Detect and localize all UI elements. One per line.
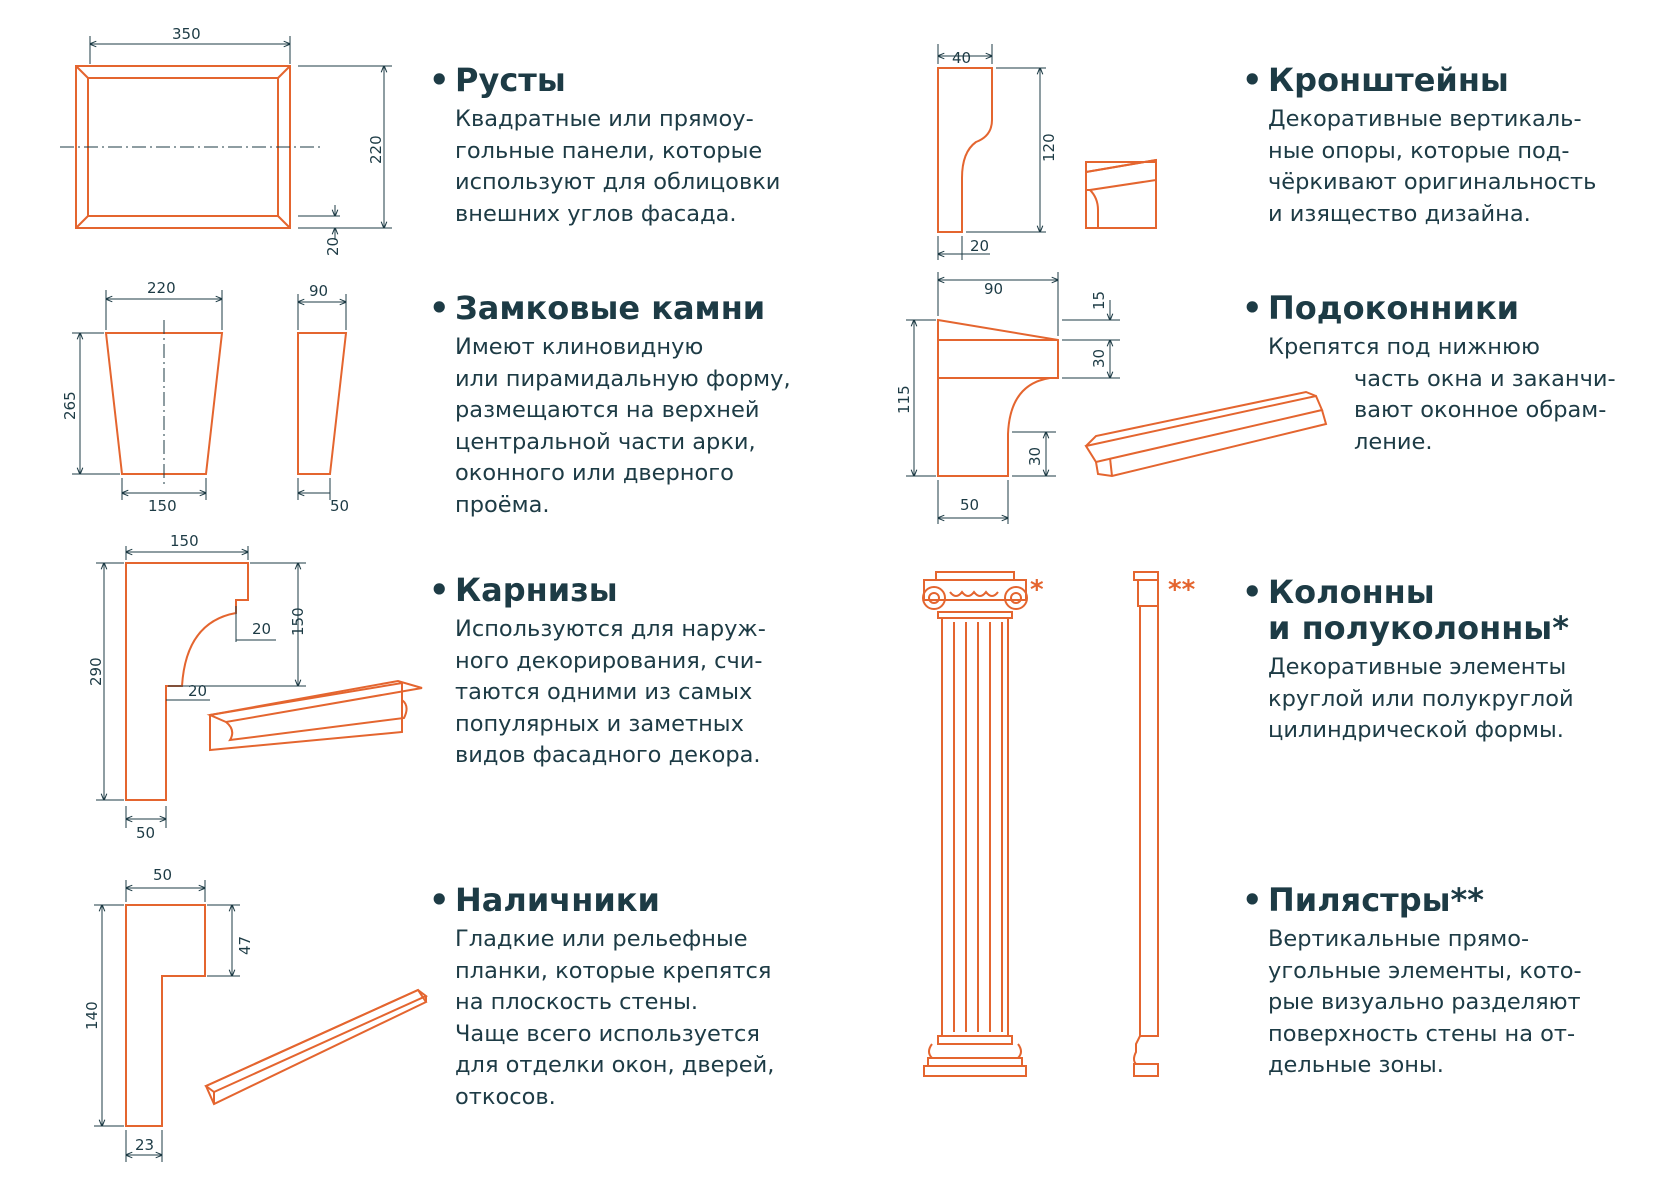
bullet-icon: • — [429, 571, 450, 609]
dim-rust-height: 220 — [367, 135, 385, 164]
block-rusty: • Русты Квадратные или прямоу- гольные п… — [429, 61, 781, 230]
block-podokonniki: • Подоконники Крепятся под нижнюю часть … — [1242, 289, 1616, 458]
dim-sill-r2: 30 — [1090, 349, 1108, 368]
dim-rust-edge: 20 — [324, 237, 342, 256]
dim-trim-right: 47 — [236, 936, 254, 955]
dim-trim-top: 50 — [153, 866, 172, 884]
bracket-drawing: 40 120 20 — [937, 44, 1157, 260]
block-kronshteyny: • Кронштейны Декоративные вертикаль- ные… — [1242, 61, 1597, 230]
dim-rust-width: 350 — [172, 25, 201, 43]
keystone-drawing: 220 265 150 90 50 — [61, 279, 349, 515]
dim-cornice-step2: 20 — [188, 682, 207, 700]
desc-kolonny: Декоративные элементы круглой или полукр… — [1268, 654, 1574, 743]
pilaster-asterisk-marker: ** — [1168, 575, 1196, 605]
bullet-icon: • — [1242, 289, 1263, 327]
bullet-icon: • — [1242, 61, 1263, 99]
pilaster-drawing — [1133, 571, 1159, 1077]
dim-bracket-height: 120 — [1040, 133, 1058, 162]
column-asterisk-marker: * — [1030, 575, 1044, 605]
trim-drawing: 50 140 47 23 — [83, 866, 428, 1162]
dim-key-side-top: 90 — [309, 282, 328, 300]
rust-drawing: 350 220 20 — [60, 25, 392, 256]
title-zamkovye: • Замковые камни — [429, 289, 766, 327]
bullet-icon: • — [1242, 881, 1263, 919]
dim-trim-height: 140 — [83, 1001, 101, 1030]
title-karnizy: • Карнизы — [429, 571, 618, 609]
dim-cornice-right: 150 — [289, 607, 307, 636]
dim-sill-bottom: 50 — [960, 496, 979, 514]
title-kronshteyny: • Кронштейны — [1242, 61, 1509, 99]
bullet-icon: • — [429, 61, 450, 99]
dim-cornice-step1: 20 — [252, 620, 271, 638]
block-nalichniki: • Наличники Гладкие или рельефные планки… — [429, 881, 775, 1113]
desc-pilyastry: Вертикальные прямо- угольные элементы, к… — [1268, 926, 1582, 1078]
dim-sill-top: 90 — [984, 280, 1003, 298]
dim-trim-bottom: 23 — [135, 1136, 154, 1154]
dim-sill-r1: 15 — [1090, 291, 1108, 310]
title-nalichniki: • Наличники — [429, 881, 660, 919]
column-drawing — [922, 571, 1028, 1077]
desc-rusty: Квадратные или прямоу- гольные панели, к… — [455, 106, 781, 227]
dim-cornice-top: 150 — [170, 532, 199, 550]
block-zamkovye: • Замковые камни Имеют клиновидную или п… — [429, 289, 791, 521]
dim-sill-height: 115 — [895, 385, 913, 414]
dim-sill-r3: 30 — [1026, 447, 1044, 466]
desc-karnizy: Используются для наруж- ного декорирован… — [455, 616, 766, 768]
block-karnizy: • Карнизы Используются для наруж- ного д… — [429, 571, 766, 772]
desc-podokonniki: Крепятся под нижнюю часть окна и заканчи… — [1268, 334, 1616, 455]
bullet-icon: • — [429, 881, 450, 919]
dim-bracket-top: 40 — [952, 49, 971, 67]
block-kolonny: • Колонны и полуколонны* Декоративные эл… — [1242, 573, 1574, 747]
dim-cornice-bottom: 50 — [136, 824, 155, 842]
dim-key-bottom: 150 — [148, 497, 177, 515]
dim-key-side-bottom: 50 — [330, 497, 349, 515]
dim-key-top: 220 — [147, 279, 176, 297]
dim-cornice-height: 290 — [87, 657, 105, 686]
bullet-icon: • — [429, 289, 450, 327]
bullet-icon: • — [1242, 573, 1263, 611]
dim-key-height: 265 — [61, 391, 79, 420]
title-rusty: • Русты — [429, 61, 566, 99]
title-podokonniki: • Подоконники — [1242, 289, 1520, 327]
title-pilyastry: • Пилястры** — [1242, 881, 1485, 919]
desc-zamkovye: Имеют клиновидную или пирамидальную форм… — [455, 334, 791, 518]
cornice-drawing: 150 290 150 20 20 50 — [87, 532, 423, 842]
desc-kronshteyny: Декоративные вертикаль- ные опоры, котор… — [1268, 106, 1597, 227]
sill-drawing: 90 15 30 115 30 50 — [895, 272, 1328, 524]
title-kolonny: • Колонны и полуколонны* — [1242, 573, 1569, 647]
desc-nalichniki: Гладкие или рельефные планки, которые кр… — [455, 926, 775, 1110]
block-pilyastry: • Пилястры** Вертикальные прямо- угольны… — [1242, 881, 1582, 1082]
dim-bracket-bottom: 20 — [970, 237, 989, 255]
